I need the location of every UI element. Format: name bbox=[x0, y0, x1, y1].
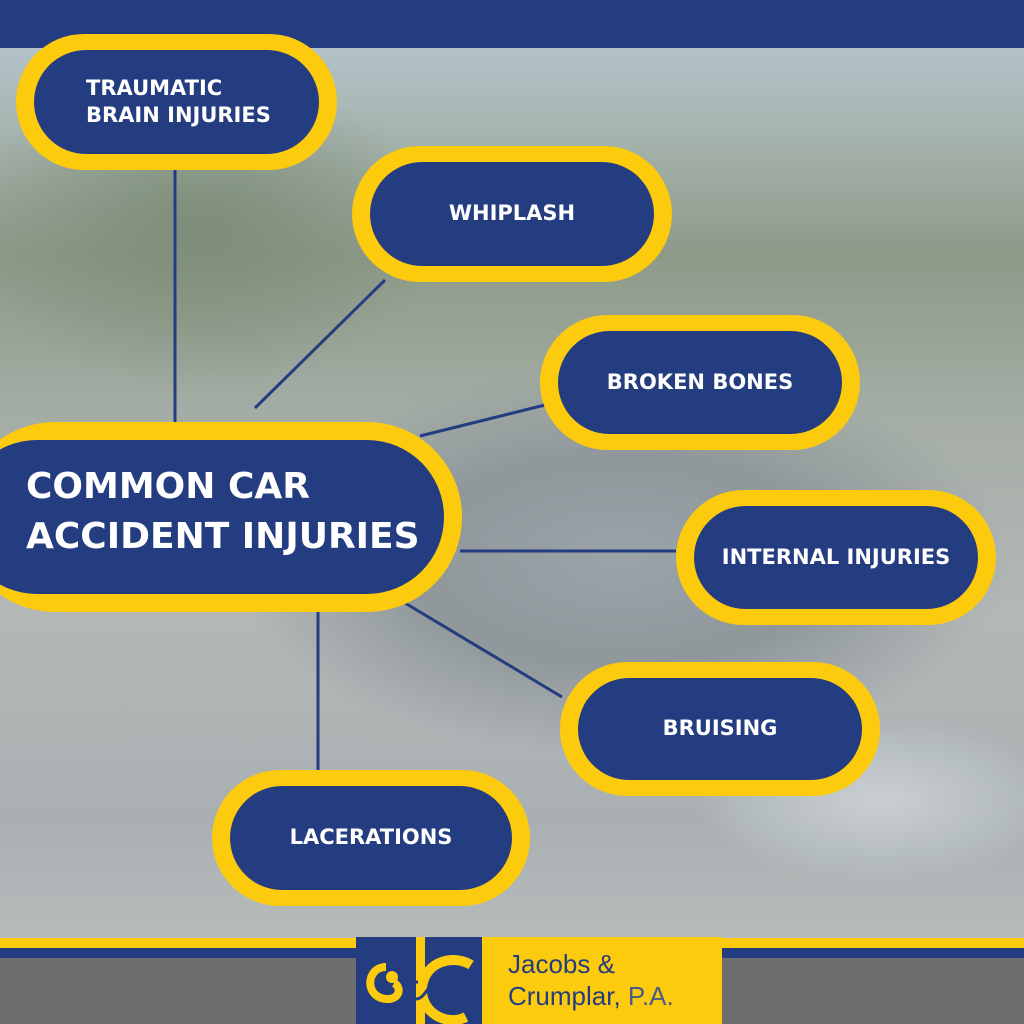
monogram-graphic bbox=[366, 937, 474, 1024]
lacerations-label: LACERATIONS bbox=[230, 786, 512, 890]
whiplash-label: WHIPLASH bbox=[370, 162, 654, 266]
pill-whiplash: WHIPLASH bbox=[352, 146, 672, 282]
logo-monogram bbox=[356, 937, 482, 1024]
bruising-label: BRUISING bbox=[578, 678, 862, 780]
broken-bones-label: BROKEN BONES bbox=[558, 331, 842, 434]
connector-bruising bbox=[404, 601, 563, 699]
pill-bruising: BRUISING bbox=[560, 662, 880, 796]
pill-traumatic-brain-injuries: TRAUMATIC BRAIN INJURIES bbox=[16, 34, 337, 170]
pill-broken-bones: BROKEN BONES bbox=[540, 315, 860, 450]
connector-whiplash bbox=[253, 278, 387, 410]
logo-wordmark: Jacobs & Crumplar, P.A. bbox=[482, 937, 722, 1024]
main-title-pill: COMMON CAR ACCIDENT INJURIES bbox=[0, 422, 462, 612]
logo-line1: Jacobs & bbox=[508, 949, 615, 979]
logo-line2-wrap: Crumplar, P.A. bbox=[508, 981, 674, 1011]
logo-line2: Crumplar, bbox=[508, 981, 621, 1011]
connector-broken-bones bbox=[419, 403, 546, 438]
pill-internal-injuries: INTERNAL INJURIES bbox=[676, 490, 996, 625]
main-title: COMMON CAR ACCIDENT INJURIES bbox=[0, 440, 444, 594]
tbi-label: TRAUMATIC BRAIN INJURIES bbox=[34, 50, 319, 154]
pill-lacerations: LACERATIONS bbox=[212, 770, 530, 906]
internal-injuries-label: INTERNAL INJURIES bbox=[694, 506, 978, 609]
logo-suffix: P.A. bbox=[620, 981, 674, 1011]
